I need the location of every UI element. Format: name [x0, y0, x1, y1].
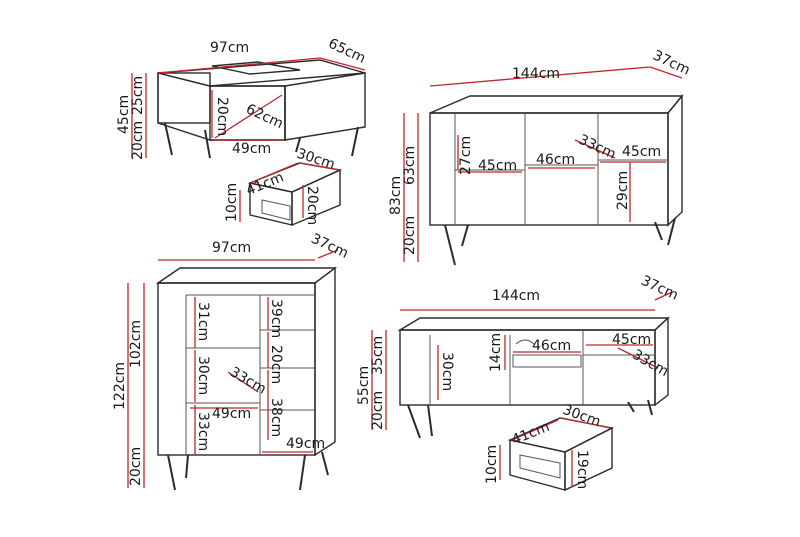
coffee-table-inner-depth-label: 49cm [232, 141, 271, 157]
tv-drawer-depth-label: 30cm [560, 402, 602, 430]
sideboard-compartment-middle-label: 46cm [536, 152, 575, 168]
highboard-right-top-label: 39cm [268, 299, 284, 338]
highboard-right-middle-label: 20cm [268, 345, 284, 384]
tv-bench-height-label: 55cm [356, 366, 372, 405]
tv-drawer-height-label: 10cm [484, 445, 500, 484]
coffee-table-drawing [131, 57, 366, 227]
tv-bench-left-height-label: 30cm [439, 352, 455, 391]
sideboard-height-label: 83cm [388, 176, 404, 215]
tv-bench-middle-height-label: 14cm [488, 333, 504, 372]
highboard-depth-label: 37cm [308, 231, 350, 262]
highboard-left-middle-label: 30cm [195, 356, 211, 395]
sideboard-shelf-depth-label: 33cm [576, 132, 618, 163]
highboard-body-height-label: 102cm [128, 320, 144, 368]
sideboard-shelf-height-left-label: 27cm [458, 136, 474, 175]
highboard-drawing [127, 249, 339, 491]
highboard-right-bottom-label: 38cm [268, 398, 284, 437]
sideboard-body-height-label: 63cm [402, 146, 418, 185]
coffee-drawer-width-label: 41cm [244, 169, 286, 199]
sideboard-width-label: 144cm [512, 66, 560, 82]
coffee-table-inner-height-label: 20cm [214, 97, 230, 136]
highboard-left-top-label: 31cm [195, 302, 211, 341]
coffee-drawer-inner-height-label: 20cm [304, 186, 320, 225]
tv-bench-middle-width-label: 46cm [532, 338, 571, 354]
sideboard-compartment-left-label: 45cm [478, 158, 517, 174]
tv-bench-right-width-label: 45cm [612, 332, 651, 348]
highboard-leg-height-label: 20cm [128, 447, 144, 486]
highboard-left-bottom-label: 33cm [195, 412, 211, 451]
coffee-table-height-label: 45cm [116, 95, 132, 134]
highboard-height-label: 122cm [112, 362, 128, 410]
highboard-shelf-depth-label: 33cm [227, 364, 269, 397]
tv-bench-body-height-label: 35cm [370, 336, 386, 375]
sideboard-compartment-right-label: 45cm [622, 144, 661, 160]
coffee-drawer-height-label: 10cm [224, 183, 240, 222]
coffee-table-leg-height-label: 20cm [130, 121, 146, 160]
highboard-right-width-label: 49cm [286, 436, 325, 452]
sideboard-leg-height-label: 20cm [402, 216, 418, 255]
tv-bench-shelf-depth-label: 33cm [629, 347, 671, 380]
tv-bench-depth-label: 37cm [638, 273, 680, 304]
tv-drawer-inner-height-label: 19cm [574, 450, 590, 489]
tv-bench-drawing [371, 291, 673, 492]
coffee-table-width-label: 97cm [210, 40, 249, 56]
tv-bench-leg-height-label: 20cm [370, 391, 386, 430]
sideboard-drawing [403, 66, 684, 266]
highboard-left-width-label: 49cm [212, 406, 251, 422]
tv-bench-width-label: 144cm [492, 288, 540, 304]
sideboard-shelf-height-right-label: 29cm [615, 171, 631, 210]
highboard-width-label: 97cm [212, 240, 251, 256]
coffee-table-top-height-label: 25cm [130, 76, 146, 115]
coffee-drawer-depth-label: 30cm [295, 146, 337, 173]
coffee-table-depth-label: 65cm [326, 36, 368, 67]
